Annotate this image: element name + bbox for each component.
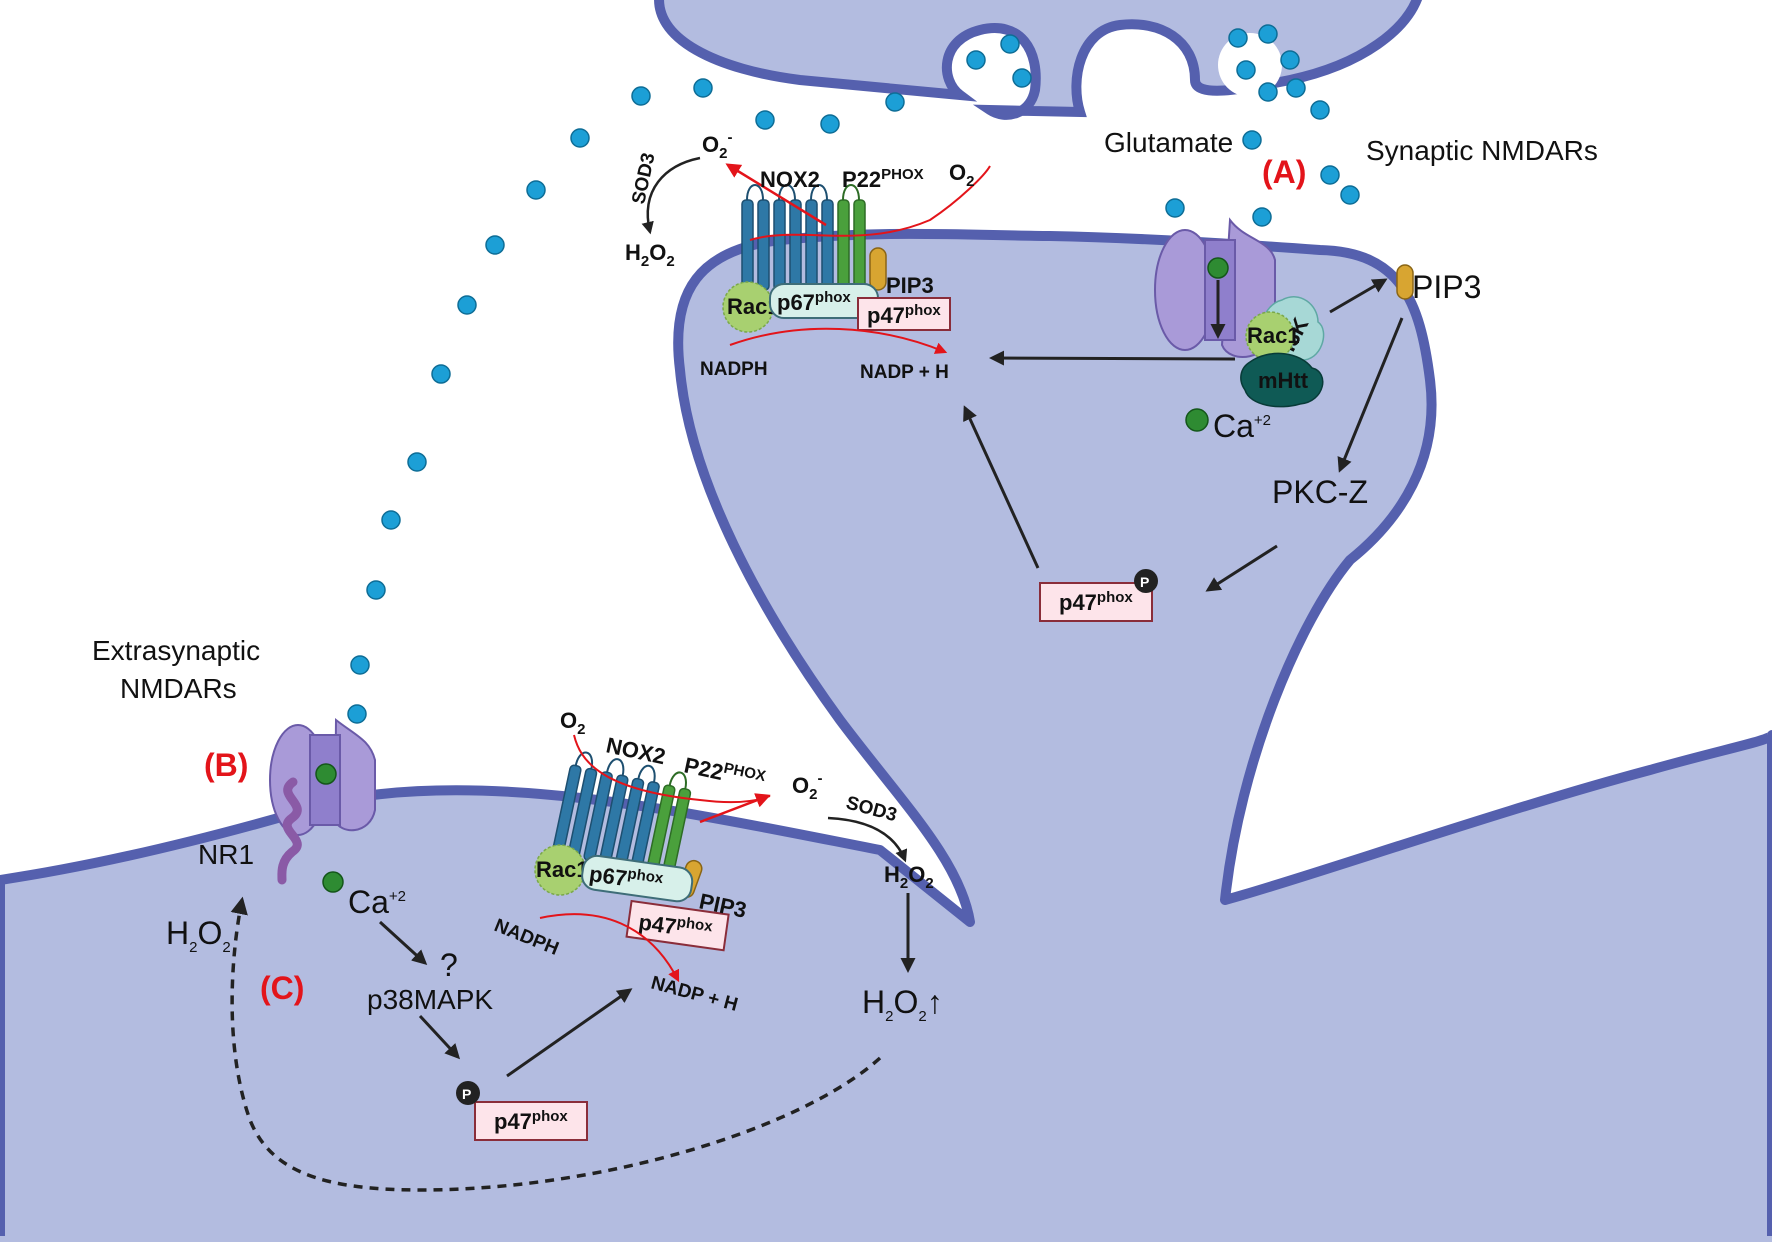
p67-bottom: p67phox: [581, 854, 694, 903]
nox2-complex-top: Rac1 p67phox p47phox NOX2 P22PHOX PIP3 O…: [625, 129, 991, 383]
pip3-label-top: PIP3: [886, 273, 934, 298]
nox2-label-bottom: NOX2: [604, 732, 668, 769]
p47-top: p47phox: [857, 297, 951, 331]
p47-bottom: p47phox: [625, 899, 730, 952]
ca-synaptic: Ca+2: [1213, 408, 1271, 444]
rac1-synaptic: Rac1: [1245, 311, 1300, 361]
nox2-label-top: NOX2: [760, 167, 820, 192]
svg-text:p47phox: p47phox: [494, 1108, 568, 1134]
p47-phospho-bottom: p47phox P: [456, 1081, 588, 1141]
svg-text:mHtt: mHtt: [1258, 368, 1309, 393]
calcium-synaptic: [1185, 408, 1209, 432]
svg-text:p67phox: p67phox: [777, 289, 851, 315]
nr1-label: NR1: [198, 839, 254, 870]
question-mark: ?: [440, 947, 458, 983]
pkc-z-label: PKC-Z: [1272, 474, 1368, 510]
superoxide-top: O2-: [702, 129, 732, 162]
rac1-bottom: Rac1: [534, 844, 589, 896]
nadph-top: NADPH: [700, 359, 768, 380]
svg-text:P: P: [462, 1086, 471, 1102]
extrasynaptic-line2: NMDARs: [120, 673, 237, 704]
p47-phospho-top: p47phox P: [1039, 569, 1158, 622]
postsynaptic-neuron: [0, 228, 1772, 1242]
svg-text:p47phox: p47phox: [637, 908, 714, 944]
glutamate-label: Glutamate: [1104, 127, 1233, 158]
nadp-top: NADP + H: [860, 362, 949, 383]
ca-extrasynaptic: Ca+2: [348, 884, 406, 920]
pip3-top: [869, 247, 887, 291]
synaptic-nmdar: PI3K Rac1 mHtt PIP3 Ca+2 PKC-Z p47phox P: [963, 217, 1481, 622]
svg-text:Rac1: Rac1: [536, 857, 589, 882]
p38mapk-label: p38MAPK: [367, 984, 493, 1015]
calcium-extrasynaptic: [322, 871, 344, 893]
p67-top: p67phox: [769, 283, 879, 319]
svg-text:p47phox: p47phox: [867, 302, 941, 328]
o2-bottom: O2: [560, 708, 585, 738]
extrasynaptic-nmdar: [269, 717, 376, 885]
panel-a-label: (A): [1262, 154, 1306, 190]
p22-label-bottom: P22PHOX: [682, 751, 767, 793]
superoxide-bottom: O2-: [792, 770, 822, 803]
nr1-tail: [277, 777, 302, 885]
panel-b-label: (B): [204, 747, 248, 783]
svg-text:p67phox: p67phox: [588, 860, 665, 896]
sod3-top: SOD3: [628, 151, 659, 206]
o2-top: O2: [949, 160, 974, 190]
h2o2-increase: H2O2↑: [862, 984, 943, 1025]
svg-text:P: P: [1140, 574, 1149, 590]
svg-text:p47phox: p47phox: [1059, 589, 1133, 615]
h2o2-top: H2O2: [625, 240, 675, 270]
panel-c-label: (C): [260, 970, 304, 1006]
extrasynaptic-line1: Extrasynaptic: [92, 635, 260, 666]
h2o2-feedback-arrow: [230, 896, 882, 1192]
glutamate-molecules: [347, 24, 1360, 724]
pip3-synaptic: [1396, 264, 1414, 300]
h2o2-bottom: H2O2: [884, 862, 934, 892]
svg-text:Rac1: Rac1: [1247, 323, 1300, 348]
p22-label-top: P22PHOX: [842, 166, 924, 192]
presynaptic-terminal: [654, 0, 1423, 120]
h2o2-left: H2O2: [166, 915, 231, 956]
mhtt: mHtt: [1240, 352, 1324, 408]
synaptic-nmdars-label: Synaptic NMDARs: [1366, 135, 1598, 166]
pip3-synaptic-label: PIP3: [1412, 269, 1481, 305]
